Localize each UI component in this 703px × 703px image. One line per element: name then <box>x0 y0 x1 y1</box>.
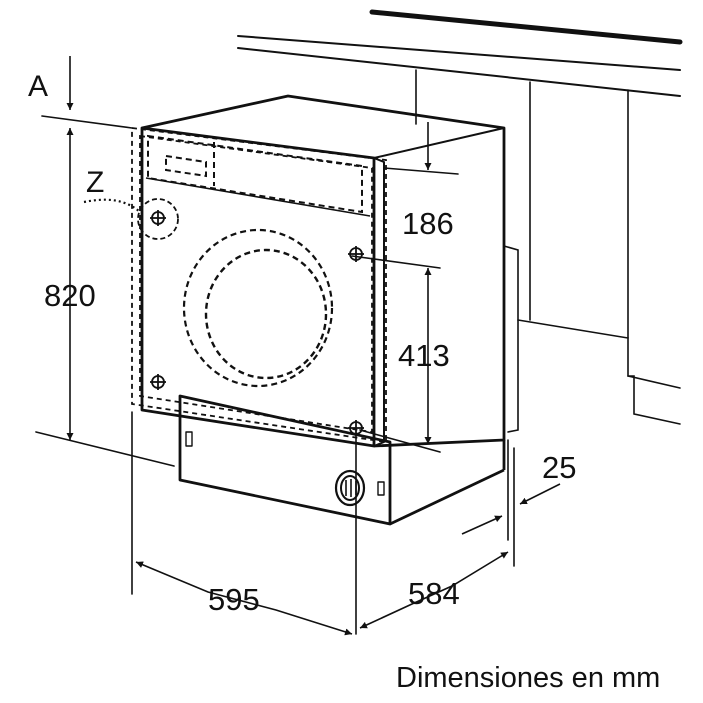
dimension-25: 25 <box>542 450 577 485</box>
dimension-595: 595 <box>208 582 260 617</box>
label-a: A <box>28 70 49 103</box>
dimension-584: 584 <box>408 576 460 611</box>
dimension-413: 413 <box>398 338 450 373</box>
hinge-point-top-right <box>348 246 364 262</box>
hinge-point-bottom-left <box>150 374 166 390</box>
door-porthole <box>182 228 334 388</box>
hinge-points <box>137 198 364 436</box>
arrow-595 <box>135 561 353 636</box>
arrow-584 <box>359 551 509 629</box>
furniture-door-outline <box>131 126 387 444</box>
dimension-820: 820 <box>44 278 96 313</box>
adjustable-foot <box>334 469 366 507</box>
cabinet-outline <box>237 9 683 433</box>
label-z: Z <box>86 166 105 199</box>
dimension-186: 186 <box>402 206 454 241</box>
z-leader <box>83 198 141 213</box>
control-panel <box>147 134 363 214</box>
arrow-25-left <box>461 515 503 535</box>
dimension-lines <box>35 115 515 635</box>
units-caption: Dimensiones en mm <box>396 662 661 694</box>
hinge-point-top-left <box>137 198 179 240</box>
dimension-arrows <box>66 56 561 636</box>
arrow-25-right <box>519 483 561 505</box>
hinge-point-bottom-right <box>348 420 364 436</box>
